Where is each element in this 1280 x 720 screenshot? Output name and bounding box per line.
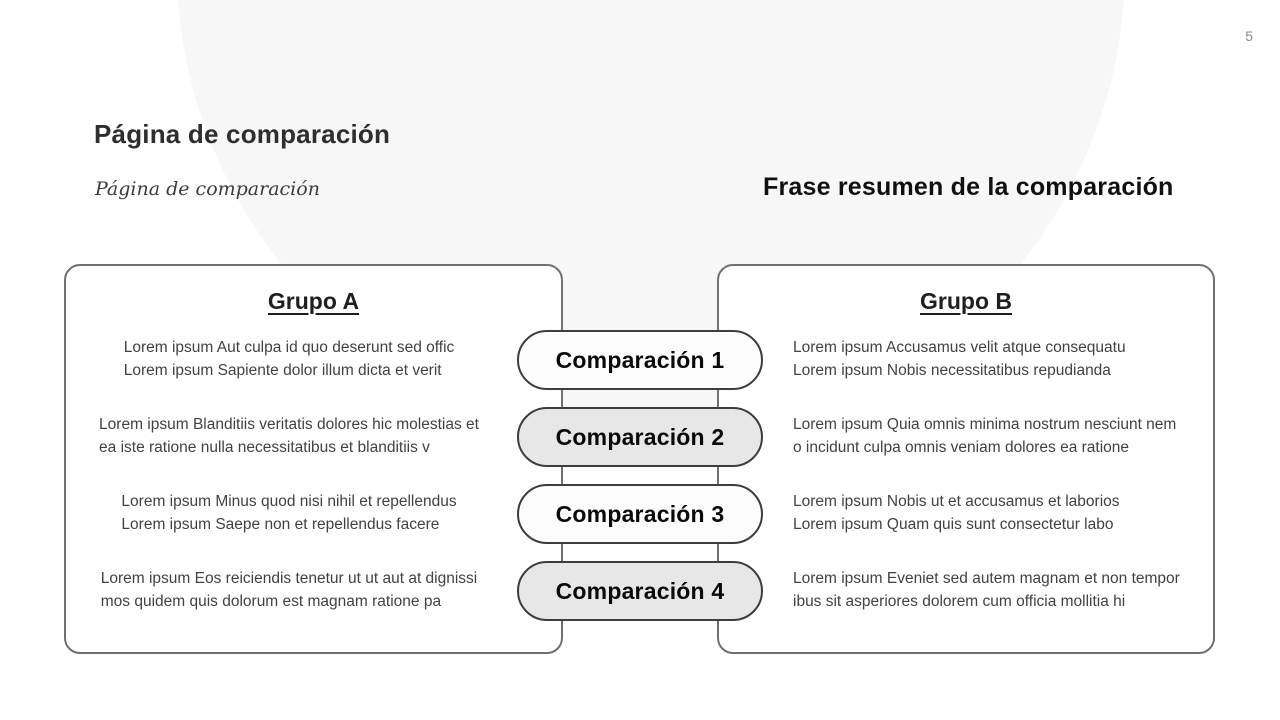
group-b-card: Grupo B bbox=[717, 264, 1215, 654]
group-b-item-3-text: Lorem ipsum Nobis ut et accusamus et lab… bbox=[793, 493, 1120, 533]
comparison-pill-1[interactable]: Comparación 1 bbox=[517, 330, 763, 390]
group-a-item-2-text: Lorem ipsum Blanditiis veritatis dolores… bbox=[99, 416, 479, 456]
group-b-item-1-text: Lorem ipsum Accusamus velit atque conseq… bbox=[793, 339, 1126, 379]
summary-heading: Frase resumen de la comparación bbox=[763, 173, 1174, 201]
group-b-item-1: Lorem ipsum Accusamus velit atque conseq… bbox=[793, 337, 1203, 382]
group-a-title: Grupo A bbox=[267, 288, 360, 314]
group-b-title: Grupo B bbox=[920, 288, 1012, 314]
group-a-item-4-text: Lorem ipsum Eos reiciendis tenetur ut ut… bbox=[100, 570, 478, 610]
group-b-item-3: Lorem ipsum Nobis ut et accusamus et lab… bbox=[793, 491, 1203, 536]
group-a-item-3: Lorem ipsum Minus quod nisi nihil et rep… bbox=[88, 491, 490, 536]
group-a-item-1-text: Lorem ipsum Aut culpa id quo deserunt se… bbox=[123, 339, 455, 379]
slide-title: Página de comparación bbox=[94, 119, 391, 149]
group-a-item-4: Lorem ipsum Eos reiciendis tenetur ut ut… bbox=[88, 568, 490, 613]
comparison-pill-4[interactable]: Comparación 4 bbox=[517, 561, 763, 621]
page-number: 5 bbox=[1245, 28, 1253, 44]
group-a-card: Grupo A bbox=[64, 264, 563, 654]
group-a-item-3-text: Lorem ipsum Minus quod nisi nihil et rep… bbox=[121, 493, 457, 533]
comparison-pill-3[interactable]: Comparación 3 bbox=[517, 484, 763, 544]
group-b-item-4: Lorem ipsum Eveniet sed autem magnam et … bbox=[793, 568, 1203, 613]
group-b-item-4-text: Lorem ipsum Eveniet sed autem magnam et … bbox=[793, 570, 1180, 610]
group-b-item-2: Lorem ipsum Quia omnis minima nostrum ne… bbox=[793, 414, 1203, 459]
comparison-pill-2[interactable]: Comparación 2 bbox=[517, 407, 763, 467]
group-a-item-1: Lorem ipsum Aut culpa id quo deserunt se… bbox=[88, 337, 490, 382]
group-a-item-2: Lorem ipsum Blanditiis veritatis dolores… bbox=[88, 414, 490, 459]
group-b-item-2-text: Lorem ipsum Quia omnis minima nostrum ne… bbox=[793, 416, 1177, 456]
slide-subtitle: Página de comparación bbox=[95, 178, 320, 200]
